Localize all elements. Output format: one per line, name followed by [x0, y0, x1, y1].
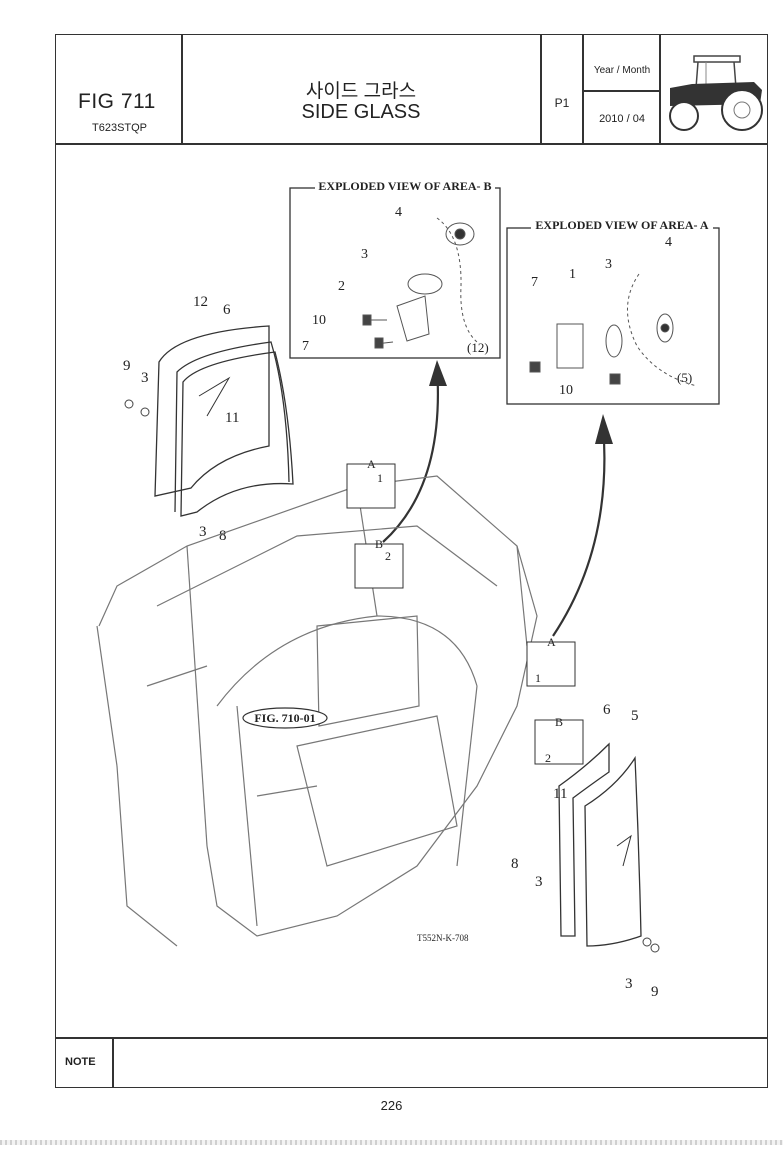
callout: 10: [559, 383, 573, 398]
callout: 9: [651, 984, 659, 1000]
header-row-line: [582, 90, 660, 92]
header-col-line: [582, 34, 584, 144]
callout: 3: [625, 976, 633, 992]
drawing-code: T552N-K-708: [417, 933, 469, 943]
page-frame: [55, 34, 768, 1088]
area-tag-letter: A: [547, 635, 556, 649]
year-month-value: 2010 / 04: [599, 113, 645, 125]
area-tag-number: 1: [535, 671, 541, 685]
callout: 4: [665, 235, 672, 250]
detail-b-title: EXPLODED VIEW OF AREA- B: [318, 179, 491, 193]
callout: 7: [302, 339, 309, 354]
callout: 6: [223, 302, 231, 318]
tractor-thumbnail: [669, 55, 763, 131]
callout: 10: [312, 313, 326, 328]
fig-ref: FIG. 710-01: [254, 711, 315, 725]
note-label: NOTE: [65, 1056, 96, 1068]
area-tag-letter: A: [367, 457, 376, 471]
callout: 12: [193, 294, 208, 310]
cab-frame: [96, 475, 538, 947]
header-col-line: [540, 34, 542, 144]
figure-number: FIG 711: [78, 90, 156, 113]
callout: 3: [605, 257, 612, 272]
arrow-to-detail-b: [382, 367, 439, 543]
title-korean: 사이드 그라스: [305, 81, 417, 102]
year-month-label: Year / Month: [593, 65, 651, 76]
callout: 5: [631, 708, 639, 724]
callout: 11: [553, 786, 567, 802]
area-tag-number: 2: [385, 549, 391, 563]
area-tag-letter: B: [375, 537, 383, 551]
fig-ref-oval: [242, 707, 328, 729]
right-side-glass: [558, 742, 642, 947]
callout: 8: [219, 528, 227, 544]
header-divider: [55, 143, 768, 145]
exploded-view-diagram: EXPLODED VIEW OF AREA- B 4 3 2 10 7 (12)…: [96, 178, 720, 1000]
scan-artifact: [0, 1140, 783, 1145]
callout: 9: [123, 358, 131, 374]
callout: 4: [395, 205, 402, 220]
callout: 3: [361, 247, 368, 262]
area-tag-number: 1: [377, 471, 383, 485]
callout: (5): [677, 370, 692, 385]
area-tag-number: 2: [545, 751, 551, 765]
callout: 6: [603, 702, 611, 718]
arrow-to-detail-a: [552, 423, 606, 637]
callout: 11: [225, 410, 239, 426]
callout: 8: [511, 856, 519, 872]
left-side-glass: [154, 325, 294, 517]
callout: 3: [141, 370, 149, 386]
header-col-line: [181, 34, 183, 144]
title-english: SIDE GLASS: [301, 101, 421, 123]
callout: 1: [569, 267, 576, 282]
page-code: P1: [554, 96, 570, 110]
header-col-line: [659, 34, 661, 144]
detail-a-title: EXPLODED VIEW OF AREA- A: [535, 218, 708, 232]
callout: 3: [199, 524, 207, 540]
callout: (12): [467, 340, 489, 355]
callout: 2: [338, 279, 345, 294]
note-col-line: [112, 1037, 114, 1088]
note-divider: [55, 1037, 768, 1039]
callout: 3: [535, 874, 543, 890]
page-number: 226: [380, 1098, 403, 1113]
area-tag-letter: B: [555, 715, 563, 729]
callout: 7: [531, 275, 538, 290]
model-code: T623STQP: [92, 122, 148, 134]
